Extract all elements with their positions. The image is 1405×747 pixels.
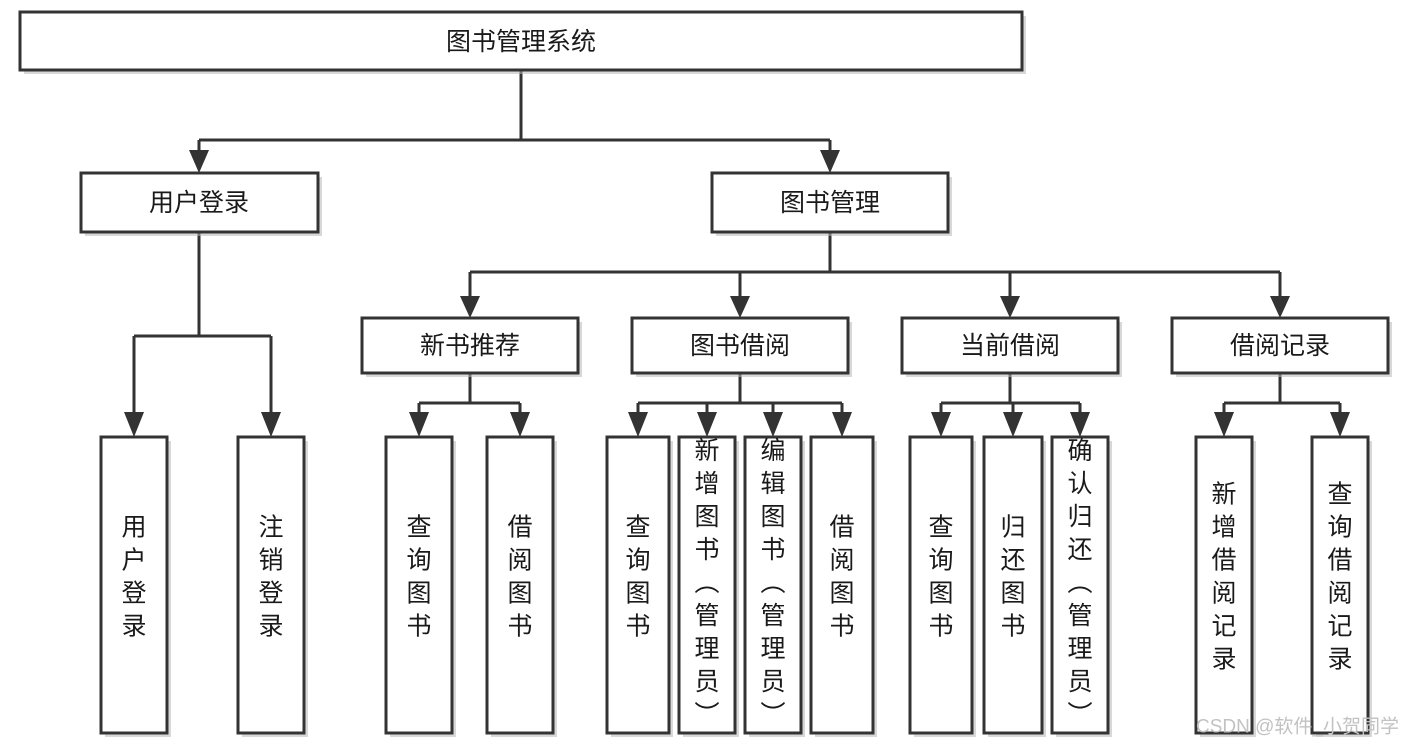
node-box [384, 435, 454, 735]
arrow-head-icon [832, 412, 852, 437]
arrow-head-icon [1214, 412, 1234, 437]
node-label-root: 图书管理系统 [446, 28, 596, 56]
node-label-borrow-record: 借阅记录 [1230, 332, 1330, 360]
arrow-head-icon [820, 150, 840, 173]
node-label-leaf-add-record: 新增借阅记录 [1211, 481, 1236, 674]
node-box [630, 316, 850, 375]
arrow-head-icon [460, 296, 480, 318]
node-label-leaf-borrow-book-rec: 借阅图书 [507, 514, 532, 641]
node-label-leaf-query-record: 查询借阅记录 [1327, 481, 1352, 674]
node-leaf-confirm-return[interactable]: 确认归还︵管理员︶ [1050, 435, 1112, 737]
node-box [1170, 316, 1390, 375]
node-box [1310, 435, 1370, 735]
node-borrow-record[interactable]: 借阅记录 [1170, 316, 1392, 377]
node-label-leaf-logout: 注销登录 [258, 514, 283, 641]
node-box [710, 171, 950, 234]
arrow-head-icon [697, 412, 717, 437]
node-box [18, 10, 1024, 72]
node-label-leaf-query-book-cur: 查询图书 [928, 514, 953, 641]
arrow-head-icon [628, 412, 648, 437]
node-book-borrow[interactable]: 图书借阅 [630, 316, 852, 377]
node-leaf-return-book[interactable]: 归还图书 [982, 435, 1046, 737]
node-box [900, 316, 1120, 375]
node-leaf-borrow-book-rec[interactable]: 借阅图书 [485, 435, 557, 737]
node-box [1050, 435, 1110, 735]
node-leaf-query-book-borrow[interactable]: 查询图书 [605, 435, 673, 737]
node-leaf-borrow-book[interactable]: 借阅图书 [809, 435, 877, 737]
leaf-node-layer: 用户登录 注销登录 查询图书 借阅图书 查询图书 新增图书︵管理员︶ 编辑图书︵管理员︶ 借阅… [99, 435, 1372, 737]
arrow-head-icon [1070, 412, 1090, 437]
node-box [236, 435, 306, 735]
node-book-manage[interactable]: 图书管理 [710, 171, 952, 236]
arrow-head-icon [763, 412, 783, 437]
node-new-book-recommend[interactable]: 新书推荐 [360, 316, 582, 377]
node-box [908, 435, 974, 735]
node-label-leaf-return-book: 归还图书 [1000, 514, 1025, 641]
node-label-leaf-query-book-rec: 查询图书 [406, 514, 431, 641]
node-label-new-book-recommend: 新书推荐 [420, 332, 520, 360]
node-box [743, 435, 803, 735]
node-leaf-edit-book[interactable]: 编辑图书︵管理员︶ [743, 435, 805, 737]
node-leaf-logout[interactable]: 注销登录 [236, 435, 308, 737]
node-leaf-add-book[interactable]: 新增图书︵管理员︶ [677, 435, 739, 737]
node-leaf-query-book-rec[interactable]: 查询图书 [384, 435, 456, 737]
arrow-head-icon [261, 412, 281, 437]
node-box [485, 435, 555, 735]
arrow-head-icon [510, 412, 530, 437]
arrow-head-icon [1270, 296, 1290, 318]
node-leaf-add-record[interactable]: 新增借阅记录 [1194, 435, 1256, 737]
node-leaf-query-book-cur[interactable]: 查询图书 [908, 435, 976, 737]
arrow-head-icon [730, 296, 750, 318]
node-label-leaf-edit-book: 编辑图书︵管理员︶ [760, 437, 785, 729]
node-root[interactable]: 图书管理系统 [18, 10, 1026, 74]
node-leaf-query-record[interactable]: 查询借阅记录 [1310, 435, 1372, 737]
arrowhead-layer [124, 150, 1350, 437]
node-box [982, 435, 1044, 735]
node-box [360, 316, 580, 375]
node-label-book-manage: 图书管理 [780, 189, 880, 217]
node-box [809, 435, 875, 735]
node-box [677, 435, 737, 735]
node-label-user-login: 用户登录 [149, 189, 249, 217]
arrow-head-icon [124, 412, 144, 437]
arrow-head-icon [1000, 296, 1020, 318]
arrow-head-icon [931, 412, 951, 437]
node-label-leaf-user-login: 用户登录 [121, 514, 146, 641]
arrow-head-icon [1003, 412, 1023, 437]
node-label-current-borrow: 当前借阅 [960, 332, 1060, 360]
arrow-head-icon [189, 150, 209, 173]
watermark-label: CSDN @软件_小贺同学 [1196, 716, 1399, 738]
node-leaf-user-login[interactable]: 用户登录 [99, 435, 171, 737]
node-box [605, 435, 671, 735]
node-box [79, 171, 320, 234]
node-user-login[interactable]: 用户登录 [79, 171, 322, 236]
node-label-leaf-query-book-borrow: 查询图书 [625, 514, 650, 641]
arrow-head-icon [409, 412, 429, 437]
node-current-borrow[interactable]: 当前借阅 [900, 316, 1122, 377]
node-label-leaf-confirm-return: 确认归还︵管理员︶ [1067, 437, 1092, 729]
node-label-leaf-borrow-book: 借阅图书 [829, 514, 854, 641]
node-label-book-borrow: 图书借阅 [690, 332, 790, 360]
node-label-leaf-add-book: 新增图书︵管理员︶ [694, 437, 719, 729]
arrow-head-icon [1330, 412, 1350, 437]
node-box [1194, 435, 1254, 735]
node-box [99, 435, 169, 735]
